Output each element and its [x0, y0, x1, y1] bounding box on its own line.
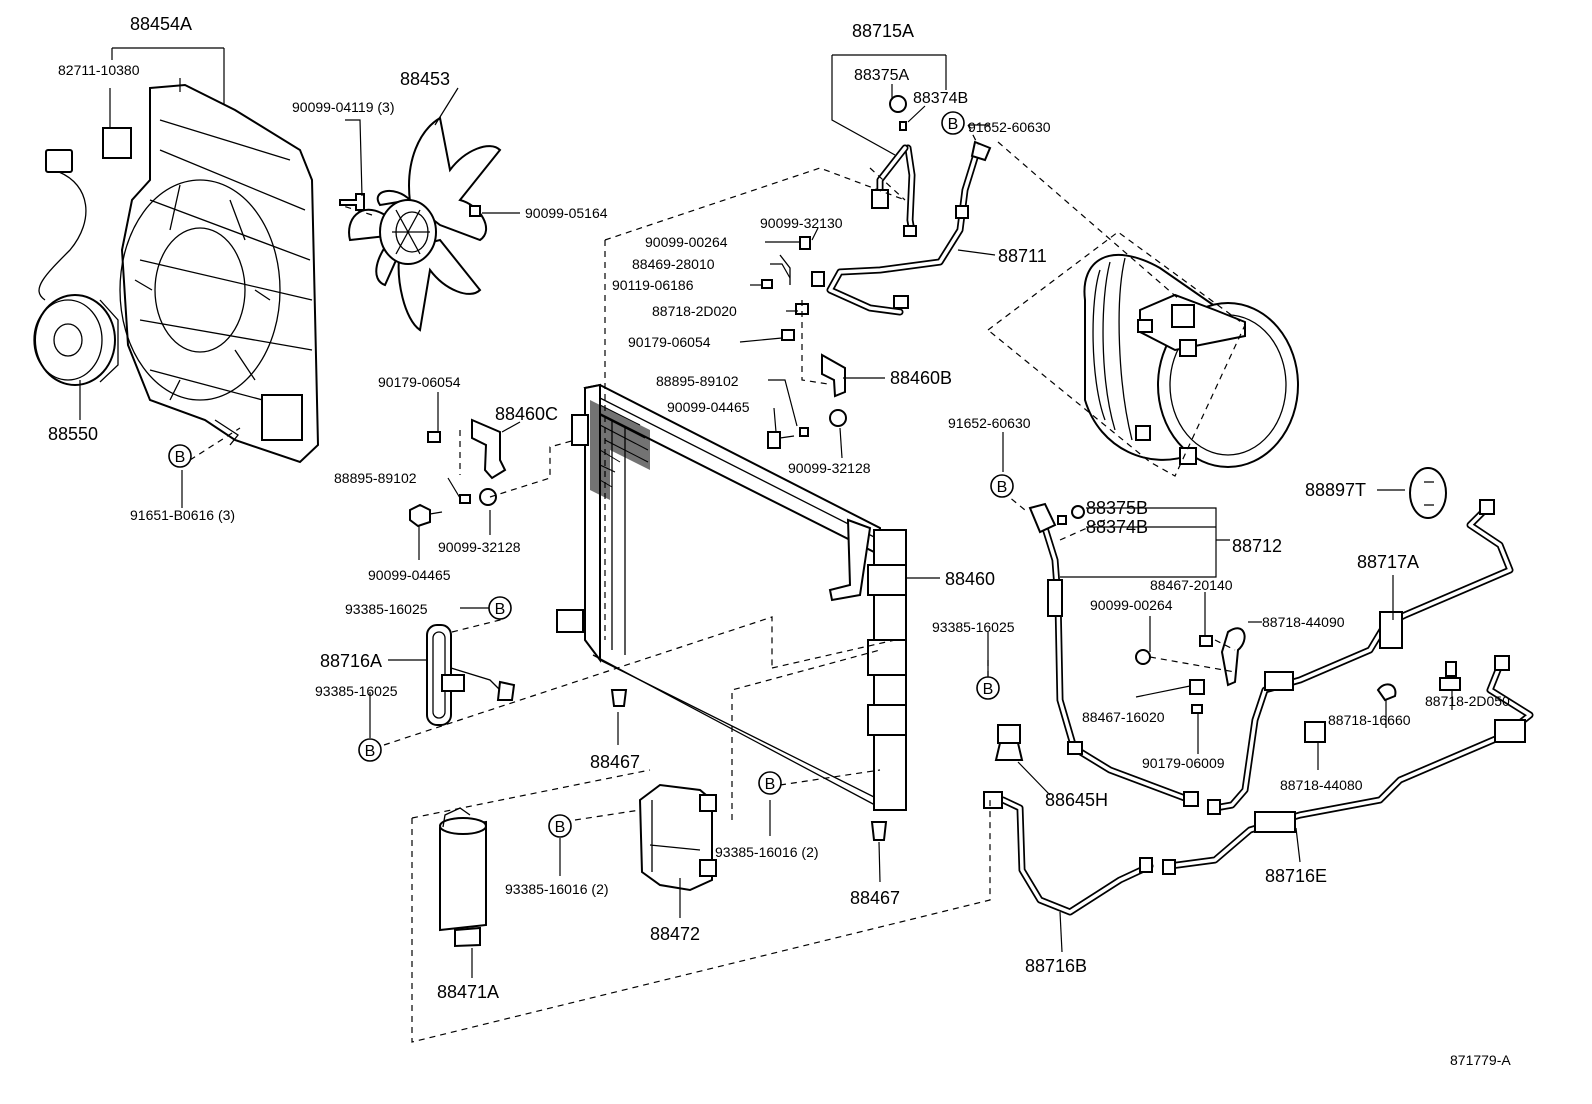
- hose-88716A[interactable]: [426, 624, 516, 726]
- svg-text:B: B: [365, 743, 376, 760]
- b-badges: B B B B B B B B: [168, 111, 1014, 838]
- b-badge: B: [488, 596, 512, 620]
- label-88717A: 88717A: [1357, 552, 1419, 572]
- drawing-id: 871779-A: [1450, 1052, 1511, 1068]
- label-90099-32130: 90099-32130: [760, 215, 843, 231]
- svg-text:B: B: [997, 479, 1008, 496]
- discharge-hose-88715A[interactable]: [871, 95, 916, 236]
- label-88645H: 88645H: [1045, 790, 1108, 810]
- label-90099-00264: 90099-00264: [1090, 597, 1173, 613]
- b-badge: B: [548, 814, 572, 838]
- label-88453: 88453: [400, 69, 450, 89]
- hose-88716E[interactable]: [1162, 655, 1534, 875]
- label-88460: 88460: [945, 569, 995, 589]
- b-badge: B: [941, 111, 965, 135]
- label-88718-44080: 88718-44080: [1280, 777, 1363, 793]
- dashed-outlines: [189, 124, 1236, 1043]
- label-88374B-top: 88374B: [913, 90, 968, 107]
- label-82711-10380: 82711-10380: [58, 62, 140, 78]
- receiver-drier[interactable]: [439, 807, 487, 948]
- fasteners: [409, 236, 888, 841]
- suction-hose-88711[interactable]: [826, 140, 992, 316]
- label-93385-16025-a: 93385-16025: [345, 601, 428, 617]
- label-91652-60630-top: 91652-60630: [968, 119, 1051, 135]
- fan-shroud[interactable]: [102, 83, 320, 464]
- leader-lines: [79, 47, 1453, 978]
- cooling-fan[interactable]: [348, 116, 502, 332]
- label-88711: 88711: [998, 246, 1047, 266]
- b-badge: B: [358, 738, 382, 762]
- label-88718-2D020: 88718-2D020: [652, 303, 737, 319]
- label-88469-28010: 88469-28010: [632, 256, 715, 272]
- label-88716E: 88716E: [1265, 866, 1327, 886]
- hose-88716B[interactable]: [983, 791, 1154, 916]
- label-88897T: 88897T: [1305, 480, 1366, 500]
- label-88550: 88550: [48, 424, 98, 444]
- b-badge: B: [990, 474, 1014, 498]
- label-88716B: 88716B: [1025, 956, 1087, 976]
- label-90179-06054: 90179-06054: [378, 374, 461, 390]
- svg-text:B: B: [948, 116, 959, 133]
- compressor[interactable]: [1083, 253, 1299, 468]
- label-93385-16016-b: 93385-16016 (2): [505, 881, 609, 897]
- label-90179-06009: 90179-06009: [1142, 755, 1225, 771]
- label-88375A: 88375A: [854, 67, 909, 84]
- svg-text:B: B: [765, 776, 776, 793]
- bracket-88472[interactable]: [638, 783, 717, 892]
- label-88712: 88712: [1232, 536, 1282, 556]
- label-88374B: 88374B: [1086, 517, 1148, 537]
- bracket-88460C[interactable]: [471, 418, 507, 480]
- label-90099-32128-right: 90099-32128: [788, 460, 871, 476]
- label-90099-04119: 90099-04119 (3): [292, 99, 394, 115]
- gasket-88897T[interactable]: [1409, 467, 1447, 519]
- label-88472: 88472: [650, 924, 700, 944]
- label-91652-60630: 91652-60630: [948, 415, 1031, 431]
- label-90099-04465-top: 90099-04465: [667, 399, 750, 415]
- label-88471A: 88471A: [437, 982, 499, 1002]
- label-88467-a: 88467: [590, 752, 640, 772]
- label-90099-00264-top: 90099-00264: [645, 234, 728, 250]
- bracket-88460B[interactable]: [821, 353, 846, 398]
- svg-text:B: B: [495, 601, 506, 618]
- label-93385-16025-b: 93385-16025: [315, 683, 398, 699]
- label-88454A: 88454A: [130, 14, 192, 34]
- label-88718-44090: 88718-44090: [1262, 614, 1345, 630]
- svg-text:B: B: [175, 449, 186, 466]
- label-90099-04465: 90099-04465: [368, 567, 451, 583]
- nut-90099-05164[interactable]: [469, 205, 481, 217]
- label-88895-89102-top: 88895-89102: [656, 373, 739, 389]
- label-88467-b: 88467: [850, 888, 900, 908]
- label-88460B: 88460B: [890, 368, 952, 388]
- label-88375B: 88375B: [1086, 498, 1148, 518]
- svg-text:B: B: [983, 681, 994, 698]
- label-93385-16016-a: 93385-16016 (2): [715, 844, 819, 860]
- label-88467-16020: 88467-16020: [1082, 709, 1165, 725]
- label-93385-16025-c: 93385-16025: [932, 619, 1015, 635]
- label-90179-06054-top: 90179-06054: [628, 334, 711, 350]
- label-88716A: 88716A: [320, 651, 382, 671]
- label-88715A: 88715A: [852, 21, 914, 41]
- label-88718-2D050: 88718-2D050: [1425, 693, 1510, 709]
- b-badge: B: [758, 771, 782, 795]
- b-badge: B: [976, 676, 1000, 700]
- liquid-hose-88712[interactable]: [1028, 502, 1199, 807]
- b-badge: B: [168, 444, 192, 468]
- clips-right: [1304, 661, 1461, 743]
- label-88718-16660: 88718-16660: [1328, 712, 1411, 728]
- fan-motor[interactable]: [33, 149, 119, 386]
- label-91651-B0616: 91651-B0616 (3): [130, 507, 235, 523]
- svg-text:B: B: [555, 819, 566, 836]
- label-90119-06186: 90119-06186: [612, 277, 694, 293]
- label-88467-20140: 88467-20140: [1150, 577, 1233, 593]
- bolt-90099-04119[interactable]: [339, 193, 365, 211]
- label-90099-32128: 90099-32128: [438, 539, 521, 555]
- pressure-switch-88645H[interactable]: [994, 724, 1024, 761]
- condenser[interactable]: [556, 383, 907, 811]
- label-88895-89102: 88895-89102: [334, 470, 417, 486]
- label-90099-05164: 90099-05164: [525, 205, 608, 221]
- hose-88717A[interactable]: [1207, 499, 1514, 815]
- label-88460C: 88460C: [495, 404, 558, 424]
- part-labels: 88454A 82711-10380 88453 90099-04119 (3)…: [48, 14, 1511, 1068]
